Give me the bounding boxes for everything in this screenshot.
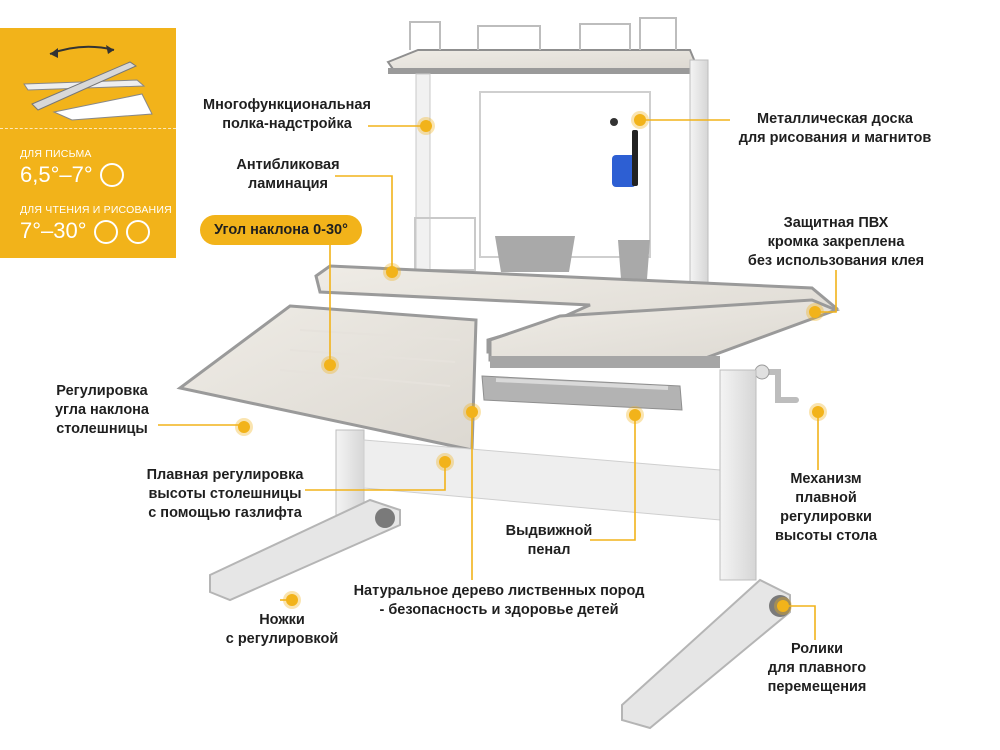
book-icon (94, 220, 118, 244)
crank-handle (754, 364, 799, 403)
dot-gaslift (439, 456, 451, 468)
callout-wood: Натуральное дерево лиственных пород- без… (353, 583, 645, 618)
dot-tilt-adjust (238, 421, 250, 433)
right-desktop (488, 298, 841, 368)
tilt-angle-badge: Угол наклона 0-30° (200, 215, 362, 245)
pencil-icon (100, 163, 124, 187)
dot-rollers (777, 600, 789, 612)
right-leg (621, 369, 791, 730)
leader-lines (158, 119, 837, 640)
tilting-board-icon (23, 45, 153, 121)
tilted-desktop (176, 304, 478, 452)
whiteboard (479, 91, 651, 258)
dot-tilt-angle (324, 359, 336, 371)
brush-icon (126, 220, 150, 244)
dot-board (634, 114, 646, 126)
dot-legs (286, 594, 298, 606)
dot-shelf (420, 120, 432, 132)
tilt-info-panel: ДЛЯ ПИСЬМА 6,5°–7° ДЛЯ ЧТЕНИЯ И РИСОВАНИ… (0, 28, 176, 258)
reading-value: 7°–30° (20, 218, 87, 243)
dot-wood (466, 406, 478, 418)
drawer (481, 375, 683, 411)
crossbar (363, 439, 721, 521)
dot-drawer (629, 409, 641, 421)
writing-caption: ДЛЯ ПИСЬМА (20, 148, 92, 160)
dot-pvc (809, 306, 821, 318)
dot-antiglare (386, 266, 398, 278)
writing-value: 6,5°–7° (20, 162, 93, 187)
dot-mechanism (812, 406, 824, 418)
reading-caption: ДЛЯ ЧТЕНИЯ И РИСОВАНИЯ (20, 204, 172, 216)
